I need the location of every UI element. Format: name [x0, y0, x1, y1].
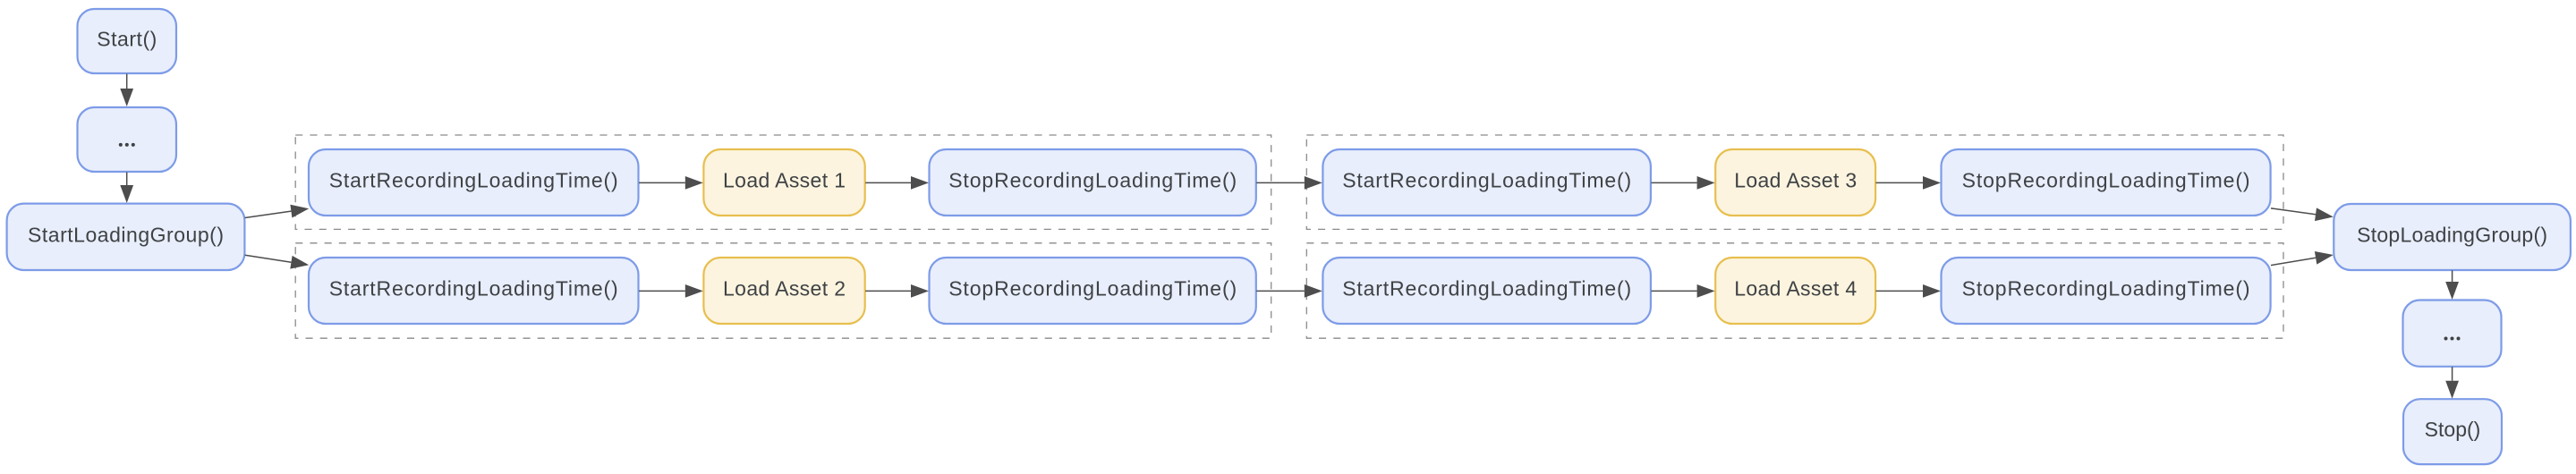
svg-text:Load Asset 4: Load Asset 4: [1734, 277, 1857, 300]
svg-text:Load Asset 3: Load Asset 3: [1734, 169, 1857, 192]
svg-text:StartRecordingLoadingTime(): StartRecordingLoadingTime(): [1342, 169, 1631, 192]
svg-text:StopRecordingLoadingTime(): StopRecordingLoadingTime(): [948, 277, 1237, 300]
svg-text:StopRecordingLoadingTime(): StopRecordingLoadingTime(): [1962, 277, 2250, 300]
svg-text:StopRecordingLoadingTime(): StopRecordingLoadingTime(): [1962, 169, 2250, 192]
svg-text:StartRecordingLoadingTime(): StartRecordingLoadingTime(): [329, 169, 618, 192]
svg-text:Load Asset 2: Load Asset 2: [723, 277, 846, 300]
svg-text:StopRecordingLoadingTime(): StopRecordingLoadingTime(): [948, 169, 1237, 192]
svg-text:StartRecordingLoadingTime(): StartRecordingLoadingTime(): [1342, 277, 1631, 300]
svg-text:StartLoadingGroup(): StartLoadingGroup(): [28, 223, 224, 246]
svg-text:Start(): Start(): [97, 28, 157, 51]
svg-text:Stop(): Stop(): [2425, 418, 2481, 441]
svg-text:StopLoadingGroup(): StopLoadingGroup(): [2357, 224, 2547, 247]
svg-text:Load Asset 1: Load Asset 1: [723, 169, 846, 192]
svg-text:StartRecordingLoadingTime(): StartRecordingLoadingTime(): [329, 277, 618, 300]
